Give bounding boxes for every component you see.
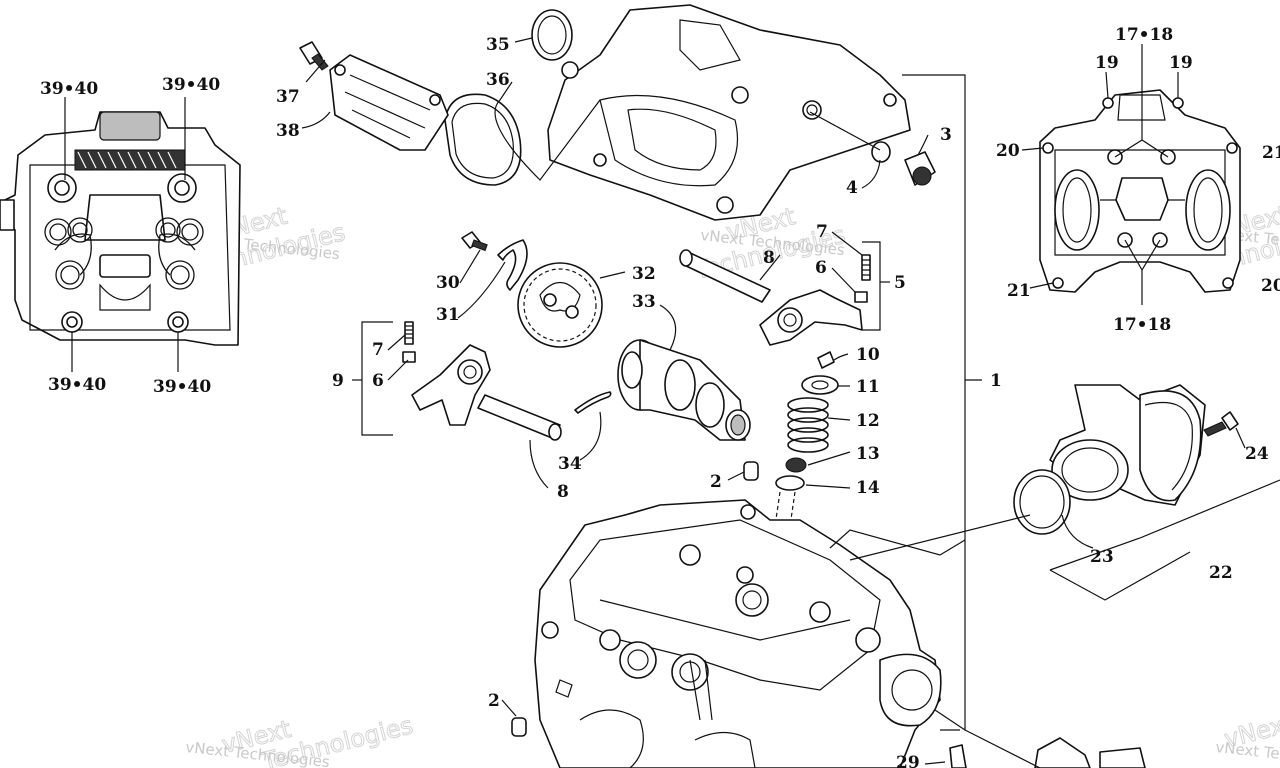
callout-9: 9 (332, 371, 344, 391)
callout-10: 10 (856, 345, 880, 365)
callout-22: 22 (1209, 563, 1233, 583)
callout-39-40: 39•40 (162, 75, 220, 95)
callout-31: 31 (436, 305, 460, 325)
cylinder-head (534, 499, 942, 768)
valve-cover-assembly (299, 4, 936, 221)
assembly-bracket-1 (829, 74, 982, 732)
callout-2: 2 (488, 691, 500, 711)
callout-17-18: 17•18 (1115, 25, 1173, 45)
callout-24: 24 (1245, 444, 1269, 464)
callout-20: 20 (996, 141, 1020, 161)
callout-37: 37 (276, 87, 300, 107)
callout-7: 7 (816, 222, 828, 242)
head-top-view-inset (0, 97, 241, 372)
callout-34: 34 (558, 454, 582, 474)
callout-13: 13 (856, 444, 880, 464)
camshaft (617, 339, 751, 441)
callout-32: 32 (632, 264, 656, 284)
callout-1: 1 (990, 371, 1002, 391)
callout-21: 21 (1007, 281, 1031, 301)
callout-6: 6 (372, 371, 384, 391)
head-bottom-view-inset (1021, 44, 1241, 305)
callout-36: 36 (486, 70, 510, 90)
bottom-right-parts (924, 729, 1146, 768)
callout-35: 35 (486, 35, 510, 55)
callout-14: 14 (856, 478, 880, 498)
callout-23: 23 (1090, 547, 1114, 567)
valve-spring (787, 397, 829, 453)
callout-33: 33 (632, 292, 656, 312)
rocker-arm-left (402, 321, 562, 441)
rocker-arm-right (679, 249, 871, 346)
callout-39-40: 39•40 (153, 377, 211, 397)
intake-assembly (849, 384, 1280, 601)
cam-sprocket (517, 262, 603, 348)
callout-30: 30 (436, 273, 460, 293)
callout-29: 29 (896, 753, 920, 768)
callout-2: 2 (710, 472, 722, 492)
callout-12: 12 (856, 411, 880, 431)
callout-21: 21 (1262, 143, 1280, 163)
callout-8: 8 (763, 248, 775, 268)
callout-5: 5 (894, 273, 906, 293)
callout-7: 7 (372, 340, 384, 360)
callout-20: 20 (1261, 276, 1280, 296)
callout-39-40: 39•40 (40, 79, 98, 99)
callout-11: 11 (856, 377, 880, 397)
camshaft-rocker-parts (352, 231, 890, 489)
callout-8: 8 (557, 482, 569, 502)
callout-17-18: 17•18 (1113, 315, 1171, 335)
callout-39-40: 39•40 (48, 375, 106, 395)
callout-19: 19 (1095, 53, 1119, 73)
callout-4: 4 (846, 178, 858, 198)
callout-19: 19 (1169, 53, 1193, 73)
callout-labels: 1 2 2 3 4 5 6 6 7 7 8 8 9 10 11 12 13 14… (40, 25, 1280, 768)
callout-3: 3 (940, 125, 952, 145)
callout-6: 6 (815, 258, 827, 278)
callout-38: 38 (276, 121, 300, 141)
